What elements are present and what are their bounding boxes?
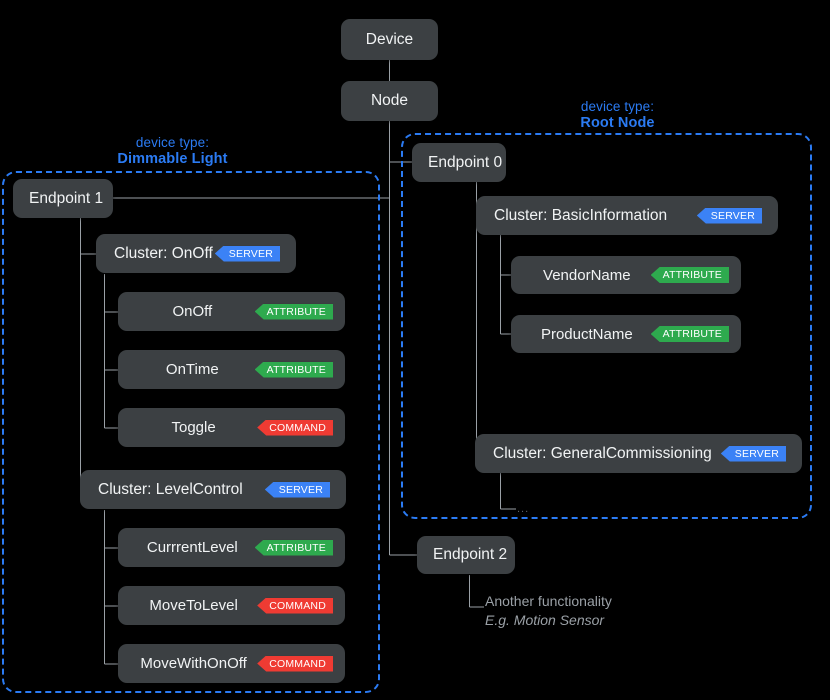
badge-command: COMMAND <box>257 597 333 614</box>
node-endpoint-1[interactable]: Endpoint 1 <box>13 179 113 218</box>
group-box-dimmable-light <box>2 171 380 693</box>
attribute-vendorname-label: VendorName <box>543 266 631 284</box>
badge-command: COMMAND <box>257 655 333 672</box>
node-node-label: Node <box>370 92 409 109</box>
badge-attribute: ATTRIBUTE <box>650 267 729 283</box>
node-endpoint-0[interactable]: Endpoint 0 <box>412 143 506 182</box>
node-node[interactable]: Node <box>341 81 438 121</box>
attribute-productname-label: ProductName <box>540 325 633 343</box>
endpoint-0-label: Endpoint 0 <box>428 153 503 171</box>
group-label-dimmable-light: device type: Dimmable Light <box>45 134 300 168</box>
attribute-ontime-label: OnTime <box>165 361 219 378</box>
endpoint-1-label: Endpoint 1 <box>29 189 104 207</box>
group-label-root-node: device type: Root Node <box>490 98 745 132</box>
node-attribute-vendorname[interactable]: VendorName ATTRIBUTE <box>511 256 741 294</box>
node-command-movewithonoff[interactable]: MoveWithOnOff COMMAND <box>118 644 345 683</box>
command-toggle-label: Toggle <box>171 419 216 436</box>
badge-server: SERVER <box>214 245 280 262</box>
generalcommissioning-more-ellipsis: ... <box>517 503 530 515</box>
node-attribute-ontime[interactable]: OnTime ATTRIBUTE <box>118 350 345 389</box>
node-cluster-generalcommissioning[interactable]: Cluster: GeneralCommissioning SERVER <box>475 434 802 473</box>
cluster-levelcontrol-label: Cluster: LevelControl <box>98 480 243 498</box>
badge-server: SERVER <box>696 207 762 224</box>
attribute-currentlevel-label: CurrrentLevel <box>146 539 238 556</box>
node-command-toggle[interactable]: Toggle COMMAND <box>118 408 345 447</box>
node-cluster-levelcontrol[interactable]: Cluster: LevelControl SERVER <box>80 470 346 509</box>
group-label-name: Root Node <box>580 115 655 131</box>
node-attribute-currentlevel[interactable]: CurrrentLevel ATTRIBUTE <box>118 528 345 567</box>
node-device-label: Device <box>365 30 414 48</box>
cluster-onoff-label: Cluster: OnOff <box>114 244 213 262</box>
command-movetolevel-label: MoveToLevel <box>149 597 238 614</box>
badge-attribute: ATTRIBUTE <box>254 539 333 556</box>
node-command-movetolevel[interactable]: MoveToLevel COMMAND <box>118 586 345 625</box>
badge-server: SERVER <box>720 445 786 462</box>
badge-attribute: ATTRIBUTE <box>254 303 333 320</box>
attribute-onoff-label: OnOff <box>172 303 213 320</box>
endpoint-2-annotation: Another functionality E.g. Motion Sensor <box>485 592 612 630</box>
badge-command: COMMAND <box>257 419 333 436</box>
badge-attribute: ATTRIBUTE <box>650 326 729 342</box>
badge-attribute: ATTRIBUTE <box>254 361 333 378</box>
node-attribute-productname[interactable]: ProductName ATTRIBUTE <box>511 315 741 353</box>
group-label-prefix: device type: <box>580 99 655 114</box>
badge-server: SERVER <box>264 481 330 498</box>
node-endpoint-2[interactable]: Endpoint 2 <box>417 536 515 574</box>
group-label-name: Dimmable Light <box>117 151 228 167</box>
command-movewithonoff-label: MoveWithOnOff <box>140 655 247 672</box>
endpoint-2-annotation-line1: Another functionality <box>485 593 612 609</box>
group-label-prefix: device type: <box>135 135 210 150</box>
cluster-basicinformation-label: Cluster: BasicInformation <box>494 206 668 224</box>
node-cluster-basicinformation[interactable]: Cluster: BasicInformation SERVER <box>476 196 778 235</box>
node-attribute-onoff[interactable]: OnOff ATTRIBUTE <box>118 292 345 331</box>
endpoint-2-label: Endpoint 2 <box>433 546 508 563</box>
group-box-root-node <box>401 133 812 519</box>
node-device[interactable]: Device <box>341 19 438 60</box>
node-cluster-onoff[interactable]: Cluster: OnOff SERVER <box>96 234 296 273</box>
cluster-generalcommissioning-label: Cluster: GeneralCommissioning <box>493 444 712 462</box>
endpoint-2-annotation-line2: E.g. Motion Sensor <box>485 612 605 628</box>
